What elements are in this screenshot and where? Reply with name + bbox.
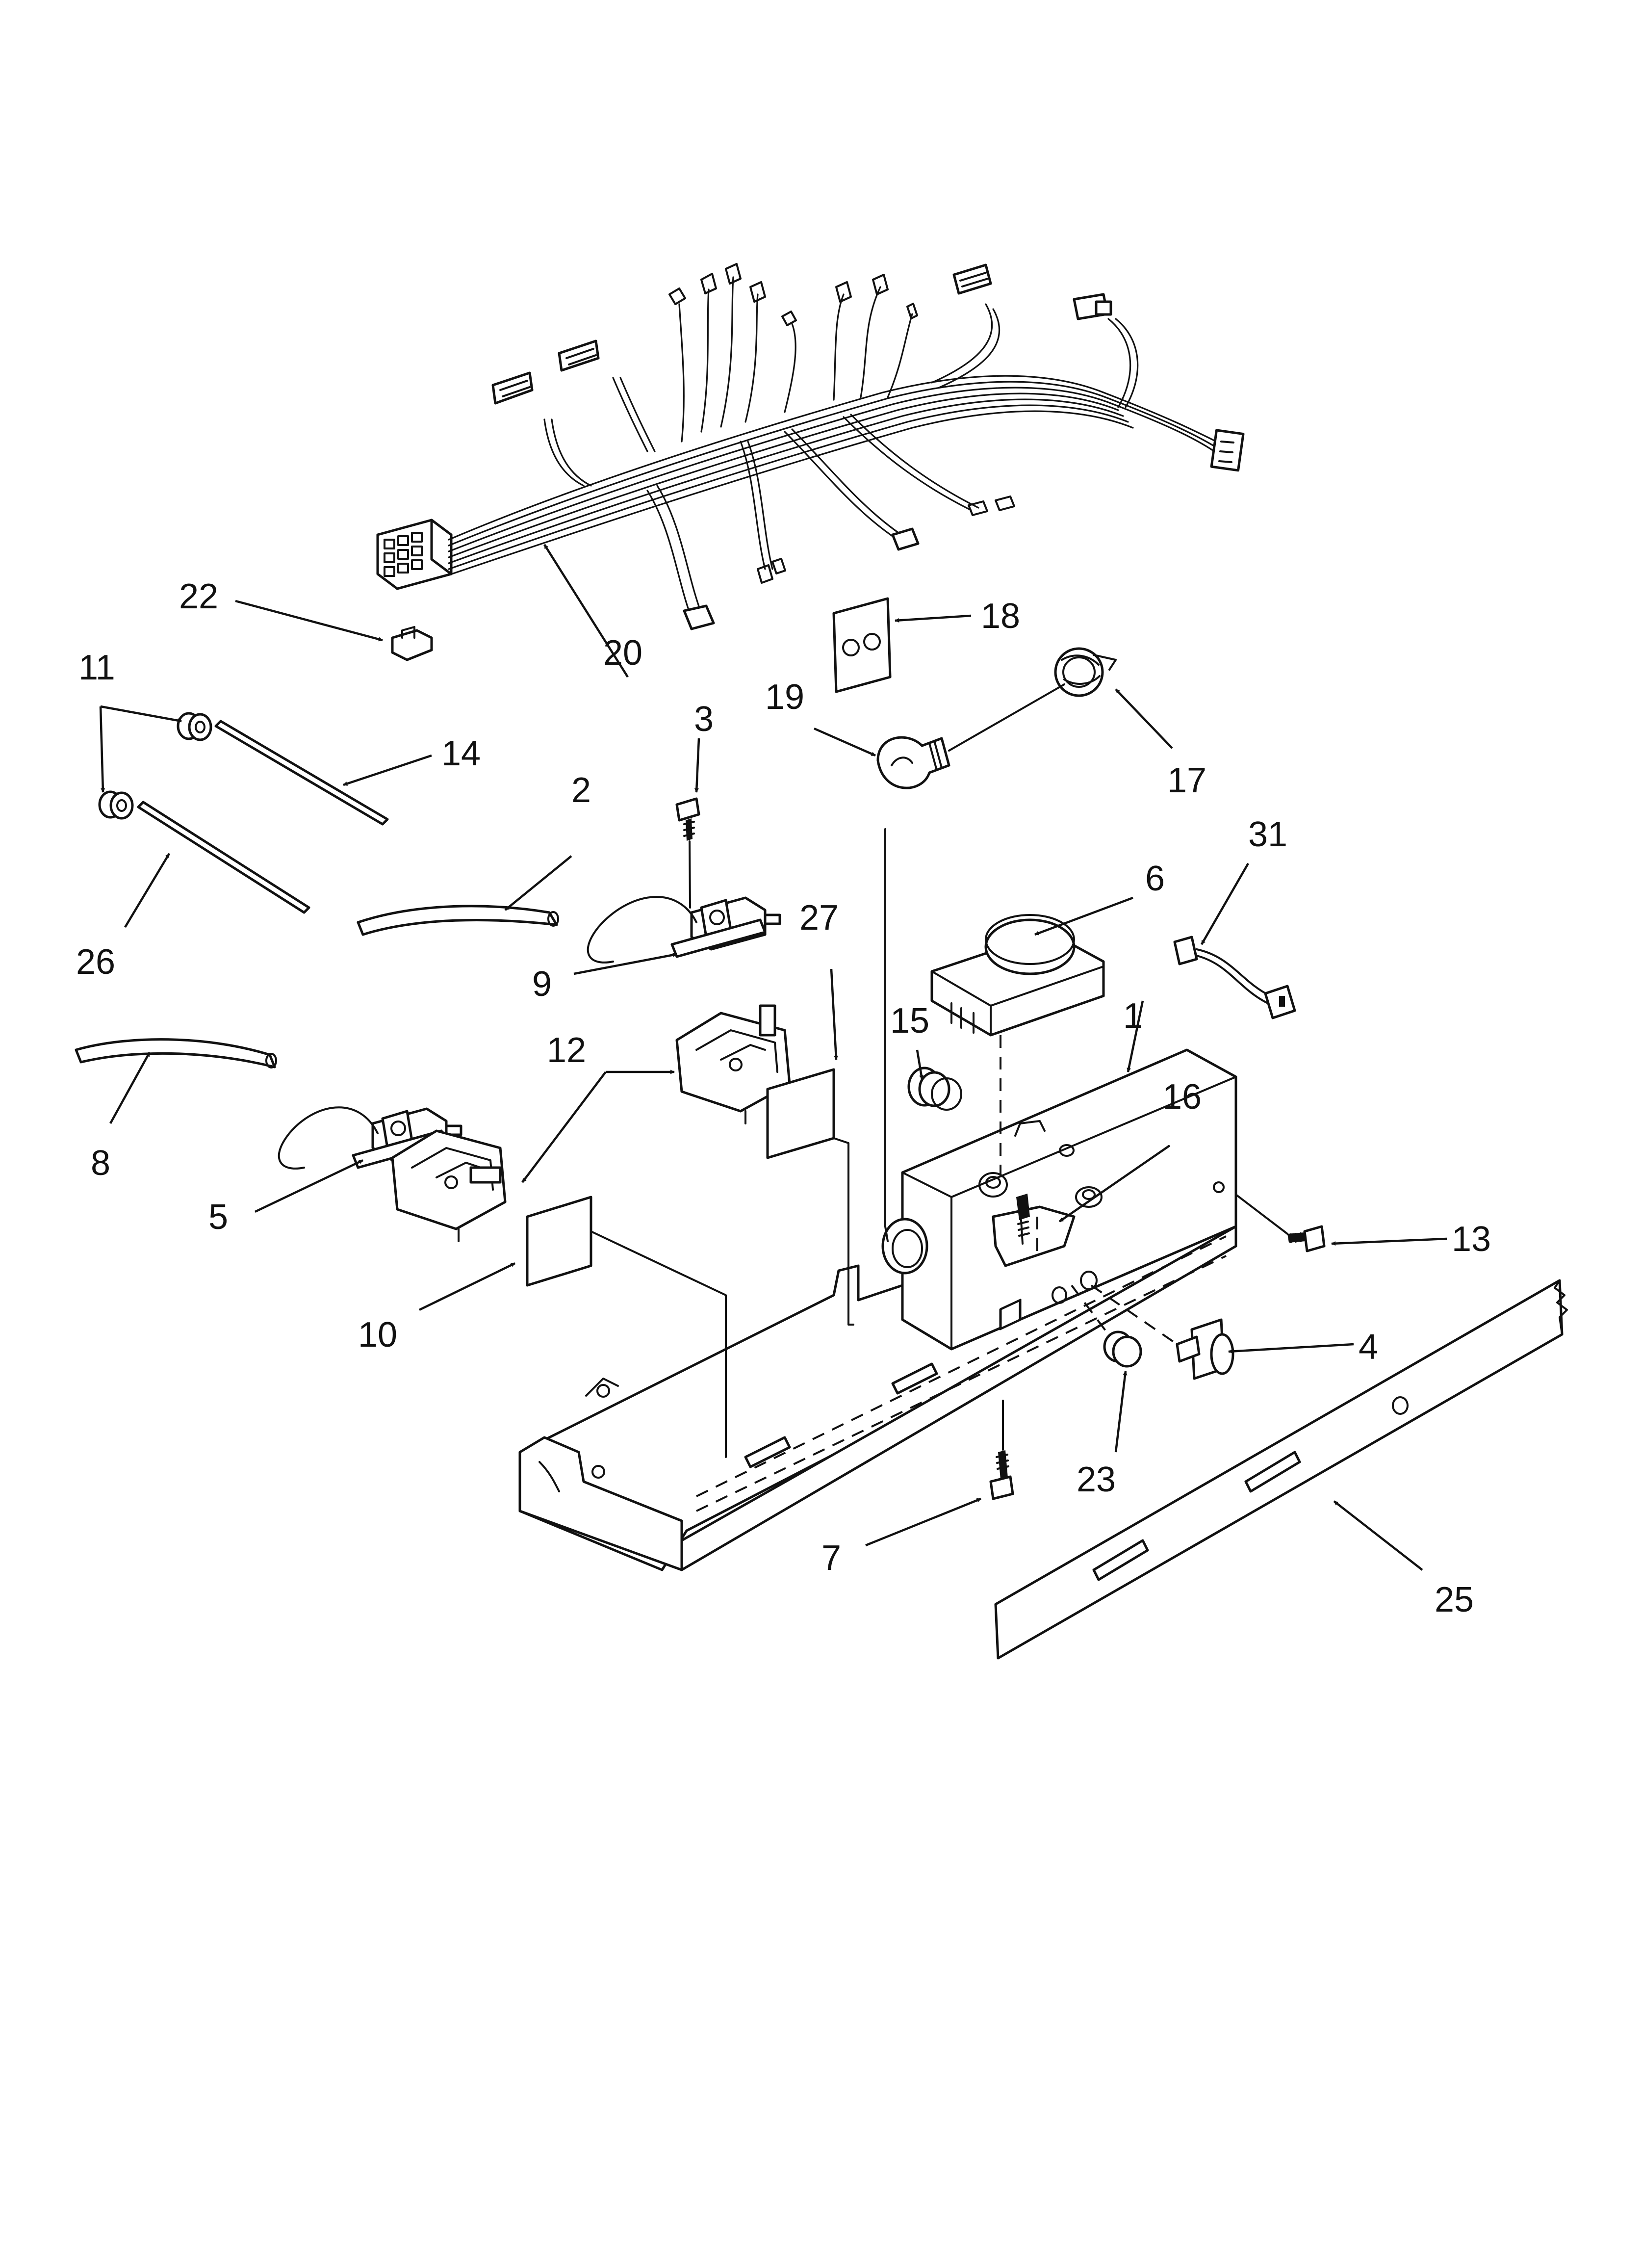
part-1-control-housing: [518, 1048, 1237, 1571]
callout-5: 5: [208, 1198, 228, 1237]
callout-4: 4: [1359, 1328, 1378, 1367]
part-19-light-bulb: [876, 683, 1065, 789]
callout-2: 2: [571, 771, 591, 810]
wire-harness: [376, 263, 1245, 630]
callout-17: 17: [1167, 761, 1206, 800]
callout-9: 9: [532, 965, 552, 1004]
part-17-lamp-socket: [1054, 647, 1117, 697]
harness-connector-3: [952, 263, 992, 295]
callout-27: 27: [799, 898, 839, 938]
part-26-rod: [137, 801, 310, 914]
part-22-clip: [391, 626, 433, 661]
harness-connector-4: [1073, 293, 1139, 408]
callout-10: 10: [358, 1315, 397, 1355]
callout-22: 22: [179, 577, 218, 616]
callout-1: 1: [1123, 996, 1143, 1036]
callout-23: 23: [1077, 1460, 1116, 1499]
callout-8: 8: [91, 1144, 110, 1183]
part-25-trim-strip: [994, 1279, 1568, 1660]
part-11-bushing-lower: [98, 790, 134, 820]
callout-12: 12: [547, 1031, 586, 1070]
callout-26: 26: [76, 942, 115, 982]
harness-connector-right: [1210, 429, 1245, 472]
callout-16: 16: [1162, 1077, 1202, 1117]
callout-18: 18: [981, 597, 1020, 636]
part-6-timer: [930, 914, 1105, 1037]
callout-11: 11: [78, 648, 115, 687]
part-8-tube: [75, 1038, 277, 1069]
part-13-screw: [1235, 1194, 1326, 1252]
callout-3: 3: [694, 700, 714, 739]
callout-13: 13: [1452, 1220, 1491, 1259]
part-14-rod: [214, 720, 389, 826]
part-18-plate: [832, 597, 892, 693]
part-2-tube: [357, 905, 559, 936]
part-11-bushing-upper: [177, 712, 212, 741]
part-7-screw: [989, 1400, 1014, 1500]
part-23-button: [1103, 1330, 1142, 1368]
part-31-wire-lead: [1173, 936, 1296, 1019]
part-10-label: [526, 1196, 592, 1287]
part-16-bracket: [992, 1194, 1076, 1267]
callout-20: 20: [603, 633, 642, 673]
part-4-control-knob: [1090, 1284, 1234, 1380]
harness-main-connector: [376, 519, 453, 590]
callout-15: 15: [890, 1001, 929, 1041]
callout-25: 25: [1435, 1580, 1474, 1619]
assembly-guide-lines: [590, 828, 1109, 1458]
callout-14: 14: [441, 734, 481, 773]
part-3-screw: [675, 797, 700, 909]
callout-6: 6: [1145, 859, 1165, 898]
callout-31: 31: [1248, 815, 1287, 854]
part-15-plug: [907, 1067, 962, 1111]
part-12-bracket-lower: [391, 1129, 507, 1242]
part-9-switch: [587, 896, 781, 964]
callout-19: 19: [765, 678, 804, 717]
harness-terminal-branches: [668, 263, 1001, 443]
harness-lower-branches: [646, 414, 1015, 630]
callout-7: 7: [821, 1538, 841, 1578]
harness-connector-2: [558, 339, 656, 452]
leader-lines: [99, 544, 1447, 1571]
harness-connector-1: [491, 371, 592, 487]
callout-labels: 22 20 18 11 19 3 14 17 2 31 6 27 26 9 15…: [76, 577, 1491, 1619]
